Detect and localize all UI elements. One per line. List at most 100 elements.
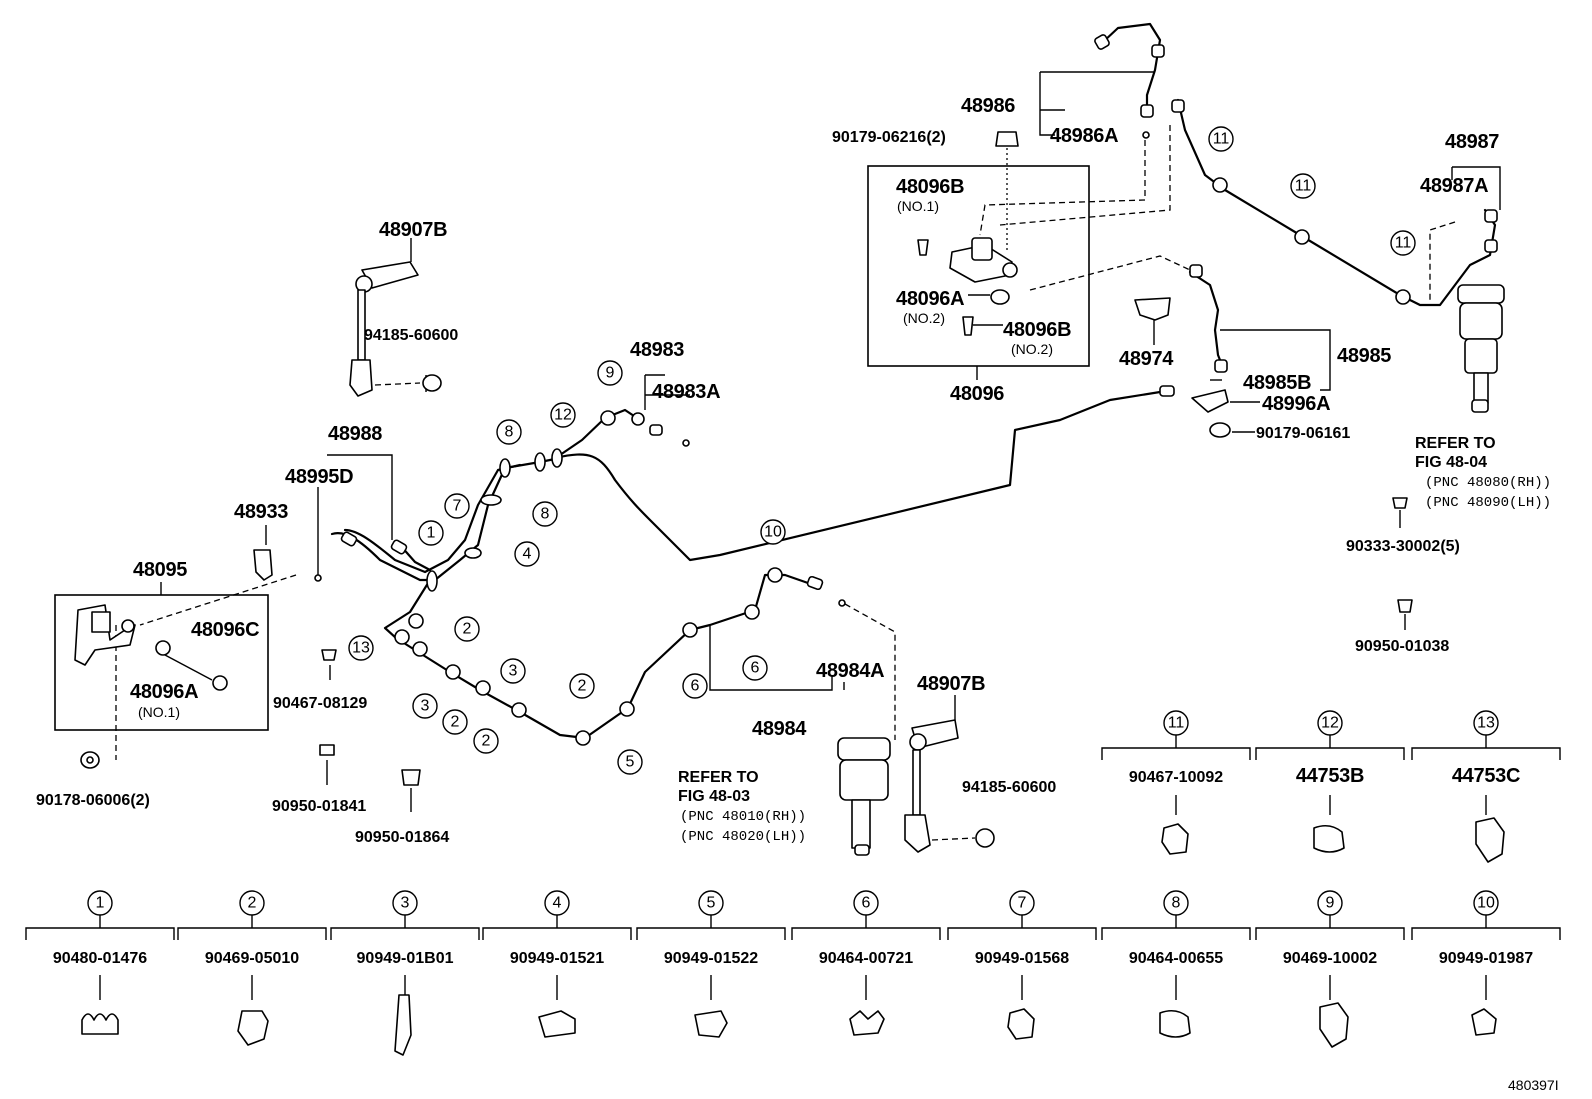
svg-text:10: 10: [764, 524, 782, 541]
callout-13: 13: [348, 635, 374, 661]
label-48096B-no1: 48096B: [896, 176, 964, 198]
clip-table-4: 4 90949-01521: [482, 890, 632, 1038]
clip-part-number: 90464-00721: [819, 950, 913, 967]
label-48986A: 48986A: [1050, 125, 1118, 147]
svg-text:7: 7: [453, 498, 462, 515]
callout-5: 5: [617, 749, 643, 775]
label-90950-01841: 90950-01841: [272, 798, 366, 815]
front-air-spring: [837, 737, 891, 856]
label-90333: 90333-30002(5): [1346, 538, 1460, 555]
clip-marker: [511, 702, 527, 718]
label-48984A: 48984A: [816, 660, 884, 682]
callout-2: 2: [569, 673, 595, 699]
svg-text:6: 6: [862, 895, 871, 912]
label-94185-front: 94185-60600: [962, 779, 1056, 796]
label-pnc-48090: (PNC 48090(LH)): [1425, 495, 1551, 511]
label-94185-rear: 94185-60600: [364, 327, 458, 344]
label-90179-06216: 90179-06216(2): [832, 129, 946, 146]
svg-text:3: 3: [509, 663, 518, 680]
svg-text:6: 6: [691, 678, 700, 695]
clip-part-number: 90949-01987: [1439, 950, 1533, 967]
clip-part-number: 90480-01476: [53, 950, 147, 967]
clip-marker: [551, 448, 563, 468]
label-48985: 48985: [1337, 345, 1391, 367]
svg-text:12: 12: [554, 407, 572, 424]
part-90178-nut: [80, 751, 100, 769]
clip-part-number: 90464-00655: [1129, 950, 1223, 967]
label-no2a: (NO.2): [903, 310, 945, 326]
clip-marker: [412, 641, 428, 657]
clip-part-number: 44753C: [1452, 765, 1520, 787]
clip-marker: [534, 452, 546, 472]
callout-9: 9: [597, 360, 623, 386]
rear-air-spring: [1457, 284, 1505, 413]
clip-part-number: 90949-01568: [975, 950, 1069, 967]
label-90179-06161: 90179-06161: [1256, 425, 1350, 442]
svg-text:2: 2: [482, 733, 491, 750]
clip-marker: [600, 410, 616, 426]
svg-text:10: 10: [1477, 895, 1495, 912]
svg-text:3: 3: [401, 895, 410, 912]
label-48995D: 48995D: [285, 466, 353, 488]
callout-8: 8: [532, 501, 558, 527]
label-48986: 48986: [961, 95, 1015, 117]
callout-11: 11: [1390, 230, 1416, 256]
label-48983A: 48983A: [652, 381, 720, 403]
clip-marker: [575, 730, 591, 746]
harness-48987: [1171, 98, 1501, 307]
svg-text:2: 2: [463, 621, 472, 638]
svg-text:12: 12: [1321, 715, 1339, 732]
svg-text:4: 4: [553, 895, 562, 912]
label-refer-48-04: REFER TO: [1415, 435, 1496, 452]
label-pnc-48080: (PNC 48080(RH)): [1425, 475, 1551, 491]
label-48996A: 48996A: [1262, 393, 1330, 415]
clip-marker: [475, 680, 491, 696]
clip-table-12: 12 44753B: [1255, 710, 1405, 853]
svg-text:11: 11: [1395, 235, 1412, 252]
clip-marker: [426, 570, 438, 592]
clip-part-number: 90949-01521: [510, 950, 604, 967]
svg-text:3: 3: [421, 698, 430, 715]
svg-text:11: 11: [1168, 715, 1185, 732]
label-fig-48-03: FIG 48-03: [678, 788, 750, 805]
clip-marker: [744, 604, 760, 620]
clip-marker: [408, 613, 424, 629]
label-figure-id: 480397I: [1508, 1077, 1559, 1093]
callout-11: 11: [1290, 173, 1316, 199]
label-48984: 48984: [752, 718, 807, 740]
label-no1b: (NO.1): [897, 198, 939, 214]
clip-part-number: 44753B: [1296, 765, 1364, 787]
part-48974-bracket: [1134, 297, 1171, 345]
svg-text:6: 6: [751, 660, 760, 677]
callout-1: 1: [418, 520, 444, 546]
svg-text:9: 9: [606, 365, 615, 382]
callout-2: 2: [473, 728, 499, 754]
clip-marker: [445, 664, 461, 680]
callout-3: 3: [500, 658, 526, 684]
svg-text:8: 8: [1172, 895, 1181, 912]
label-48096B-no2: 48096B: [1003, 319, 1071, 341]
part-48933-clip: [253, 549, 273, 581]
svg-text:5: 5: [626, 754, 635, 771]
label-48983: 48983: [630, 339, 684, 361]
label-48987A: 48987A: [1420, 175, 1488, 197]
label-90178: 90178-06006(2): [36, 792, 150, 809]
callout-6: 6: [742, 655, 768, 681]
svg-text:2: 2: [578, 678, 587, 695]
label-refer-48-03: REFER TO: [678, 769, 759, 786]
clip-tables: 190480-01476290469-05010390949-01B014909…: [25, 710, 1561, 1056]
label-48096C: 48096C: [191, 619, 259, 641]
label-fig-48-04: FIG 48-04: [1415, 454, 1487, 471]
label-48988: 48988: [328, 423, 382, 445]
callout-7: 7: [444, 493, 470, 519]
clip-marker: [499, 458, 511, 478]
callout-2: 2: [454, 616, 480, 642]
svg-text:1: 1: [427, 525, 436, 542]
